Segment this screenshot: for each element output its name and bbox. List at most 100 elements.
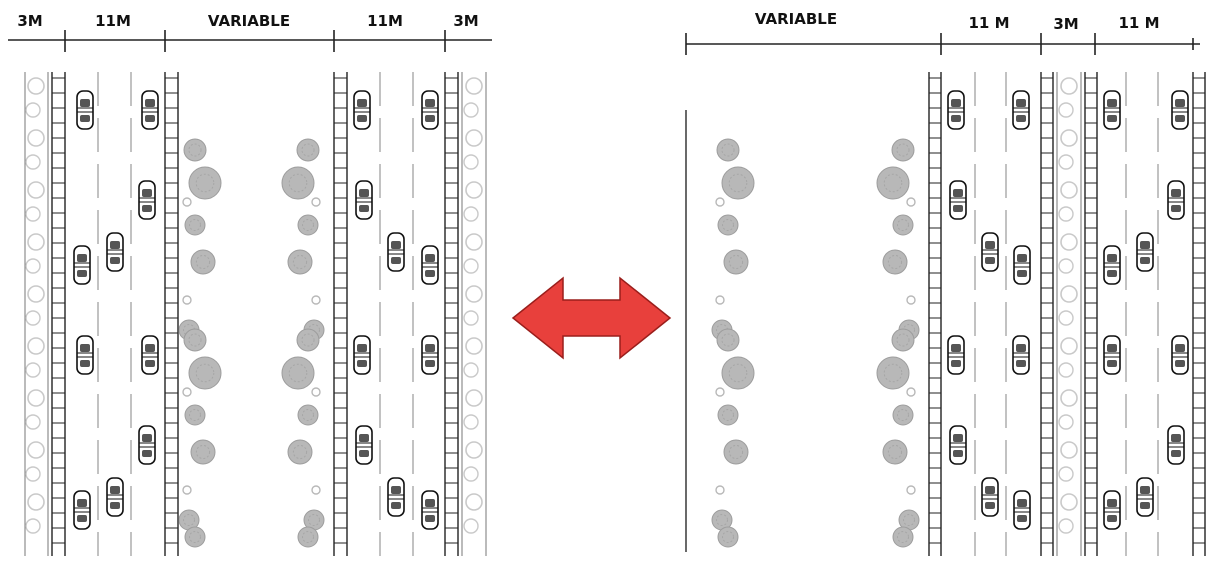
tree-icon	[892, 404, 914, 426]
car-icon	[76, 90, 94, 130]
sidewalk-tree-icon	[1060, 233, 1078, 251]
shrub-icon	[182, 387, 192, 397]
left-dim-label-2: 11M	[95, 12, 131, 30]
tree-icon	[716, 328, 740, 352]
tree-icon	[190, 249, 216, 275]
car-icon	[421, 490, 439, 530]
sidewalk-tree-icon	[27, 77, 45, 95]
shrub-icon	[906, 485, 916, 495]
tree-icon	[882, 249, 908, 275]
tree-icon	[287, 249, 313, 275]
sidewalk-tree-icon	[1060, 181, 1078, 199]
sidewalk-tree-icon	[1058, 414, 1074, 430]
sidewalk-tree-icon	[1058, 310, 1074, 326]
right-dim-label-3: 3M	[1053, 15, 1078, 33]
tree-icon	[891, 138, 915, 162]
sidewalk-tree-icon	[25, 518, 41, 534]
tree-icon	[188, 166, 222, 200]
sidewalk-tree-icon	[25, 154, 41, 170]
car-icon	[387, 477, 405, 517]
tree-icon	[184, 526, 206, 548]
car-icon	[387, 232, 405, 272]
sidewalk-tree-icon	[1060, 129, 1078, 147]
right-dim-label-1: VARIABLE	[755, 10, 837, 28]
shrub-icon	[906, 197, 916, 207]
sidewalk-tree-icon	[465, 389, 483, 407]
sidewalk-tree-icon	[27, 285, 45, 303]
tree-icon	[721, 166, 755, 200]
car-icon	[981, 477, 999, 517]
shrub-icon	[182, 485, 192, 495]
car-icon	[421, 245, 439, 285]
right-road-plan	[685, 72, 1206, 556]
car-icon	[1136, 232, 1154, 272]
car-icon	[141, 90, 159, 130]
sidewalk-tree-icon	[463, 102, 479, 118]
tree-icon	[296, 138, 320, 162]
tree-icon	[297, 404, 319, 426]
car-icon	[138, 180, 156, 220]
shrub-icon	[715, 295, 725, 305]
car-icon	[1013, 245, 1031, 285]
tree-icon	[184, 214, 206, 236]
sidewalk-tree-icon	[465, 181, 483, 199]
tree-icon	[717, 214, 739, 236]
car-icon	[949, 425, 967, 465]
sidewalk-tree-icon	[1060, 493, 1078, 511]
tree-icon	[716, 138, 740, 162]
tree-icon	[876, 166, 910, 200]
curb-ladder	[1085, 77, 1097, 544]
sidewalk-tree-icon	[1058, 518, 1074, 534]
sidewalk-tree-icon	[27, 441, 45, 459]
tree-icon	[882, 439, 908, 465]
right-dim-label-4: 11 M	[1118, 14, 1159, 32]
curb-ladder	[1041, 77, 1053, 544]
sidewalk-tree-icon	[1060, 441, 1078, 459]
sidewalk-tree-icon	[465, 233, 483, 251]
shrub-icon	[182, 295, 192, 305]
sidewalk-tree-icon	[27, 493, 45, 511]
sidewalk-tree-icon	[463, 154, 479, 170]
tree-icon	[296, 328, 320, 352]
car-icon	[1167, 180, 1185, 220]
sidewalk-tree-icon	[465, 285, 483, 303]
tree-icon	[717, 526, 739, 548]
curb-ladder	[445, 77, 458, 544]
left-dimension-labels: 3M 11M VARIABLE 11M 3M	[17, 12, 478, 30]
shrub-icon	[311, 387, 321, 397]
car-icon	[947, 335, 965, 375]
tree-icon	[281, 356, 315, 390]
car-icon	[1012, 335, 1030, 375]
tree-icon	[183, 328, 207, 352]
tree-icon	[717, 404, 739, 426]
sidewalk-trees	[25, 77, 45, 534]
shrub-icon	[715, 197, 725, 207]
car-icon	[421, 335, 439, 375]
car-icon	[947, 90, 965, 130]
car-icon	[1013, 490, 1031, 530]
car-icon	[73, 245, 91, 285]
sidewalk-tree-icon	[25, 362, 41, 378]
sidewalk-tree-icon	[1058, 362, 1074, 378]
right-dimension-labels: VARIABLE 11 M 3M 11 M	[755, 10, 1160, 33]
tree-icon	[876, 356, 910, 390]
sidewalk-tree-icon	[1058, 154, 1074, 170]
sidewalk-tree-icon	[27, 389, 45, 407]
car-icon	[1171, 335, 1189, 375]
sidewalk-tree-icon	[463, 206, 479, 222]
sidewalk-tree-icon	[25, 414, 41, 430]
right-dimension-line	[685, 33, 1200, 55]
curb-ladder	[334, 77, 347, 544]
tree-icon	[183, 138, 207, 162]
left-dimension-line	[8, 30, 492, 52]
tree-icon	[898, 509, 920, 531]
tree-icon	[178, 509, 200, 531]
sidewalk-tree-icon	[463, 466, 479, 482]
tree-icon	[723, 249, 749, 275]
shrub-icon	[311, 295, 321, 305]
car-icon	[1171, 90, 1189, 130]
car-icon	[355, 180, 373, 220]
sidewalk-tree-icon	[1060, 337, 1078, 355]
tree-icon	[723, 439, 749, 465]
